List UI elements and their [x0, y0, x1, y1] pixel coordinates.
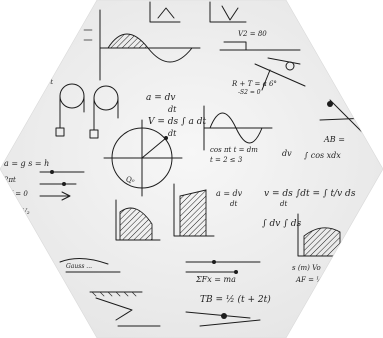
- svg-text:AB =: AB =: [323, 135, 345, 144]
- unit-circle-diagram: Q₀: [103, 119, 183, 197]
- svg-text:dt: dt: [230, 200, 237, 208]
- svg-text:a = dv: a = dv: [216, 189, 243, 198]
- hatched-wave-graph: [83, 9, 201, 81]
- svg-text:∫ dv ∫ ds: ∫ dv ∫ ds: [262, 219, 302, 229]
- svg-text:a = g s = h: a = g s = h: [4, 159, 49, 168]
- svg-text:v = ds ∫dt = ∫ t/v ds: v = ds ∫dt = ∫ t/v ds: [264, 189, 356, 199]
- svg-text:s (m) Vo: s (m) Vo: [292, 264, 321, 272]
- lower-right-curve: s (m) Vo AF = ½: [292, 213, 347, 284]
- svg-text:dt: dt: [280, 200, 287, 208]
- sine-oscillation: cos πt t = dm t = 2 ≤ 3: [203, 105, 273, 164]
- svg-text:-S2 = 0: -S2 = 0: [238, 89, 261, 96]
- bottom-left-sketch: Gauss ...: [59, 258, 161, 327]
- svg-text:Q₀: Q₀: [126, 176, 135, 184]
- hatched-area-graphs: a = dv dt: [115, 183, 243, 241]
- svg-text:dt: dt: [168, 129, 177, 138]
- bottom-formulas: ΣFx = ma TB = ½ (t + 2t): [185, 260, 271, 327]
- svg-text:dv: dv: [282, 149, 292, 158]
- svg-text:2πt: 2πt: [3, 176, 16, 184]
- svg-text:V = ds ∫ a dt: V = ds ∫ a dt: [148, 117, 207, 127]
- svg-text:∫ cos xdx: ∫ cos xdx: [304, 151, 341, 160]
- svg-text:cos πt t = dm: cos πt t = dm: [210, 146, 258, 154]
- svg-text:- MV₂: - MV₂: [10, 208, 30, 216]
- svg-text:V = 0: V = 0: [8, 190, 28, 198]
- top-left-axes-sketch: [149, 1, 247, 23]
- svg-text:AF = ½: AF = ½: [295, 276, 323, 284]
- velocity-formulas: a = dv dt V = ds ∫ a dt dt: [146, 93, 207, 138]
- svg-text:a = dv: a = dv: [146, 93, 175, 103]
- svg-text:R + T = a 6°: R + T = a 6°: [231, 80, 277, 88]
- svg-text:TB = ½ (t + 2t): TB = ½ (t + 2t): [200, 294, 271, 305]
- svg-text:P = t/t: P = t/t: [29, 78, 53, 86]
- svg-text:t = 2 ≤ 3: t = 2 ≤ 3: [210, 156, 243, 164]
- svg-text:Gauss ...: Gauss ...: [66, 263, 92, 270]
- ramp-force-sketch: V2 = 80 R + T = a 6° -S2 = 0: [219, 30, 306, 96]
- svg-text:V2 = 80: V2 = 80: [238, 30, 267, 38]
- svg-text:ΣFx = ma: ΣFx = ma: [195, 275, 236, 284]
- svg-text:dt: dt: [168, 105, 177, 114]
